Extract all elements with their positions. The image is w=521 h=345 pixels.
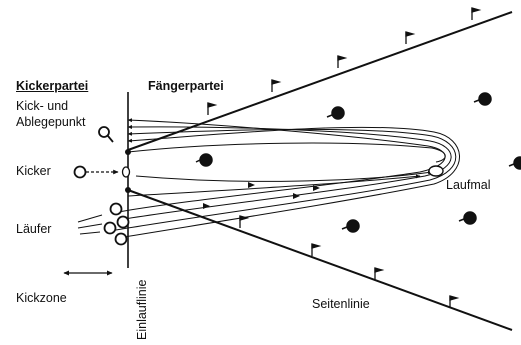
flag-icon	[405, 31, 416, 44]
flag-icon	[337, 55, 348, 68]
runners-group	[103, 202, 130, 246]
flag-icon	[374, 267, 385, 280]
run-paths	[115, 118, 460, 239]
flags-upper	[207, 7, 482, 115]
fielder-player	[508, 156, 521, 170]
kick-path	[135, 170, 433, 182]
flag-icon	[311, 243, 322, 256]
kick-point-marker	[98, 126, 114, 143]
run-path	[117, 124, 452, 221]
fielder-player	[473, 92, 492, 106]
kick-point	[125, 187, 131, 193]
flags-lower	[239, 215, 460, 308]
fielder-player	[195, 153, 213, 167]
catcher-party-heading: Fängerpartei	[148, 79, 224, 93]
kick-point	[125, 149, 131, 155]
kicker-label: Kicker	[16, 164, 51, 178]
runner-player	[114, 232, 128, 246]
kicker-player	[73, 165, 87, 179]
flag-icon	[449, 295, 460, 308]
sideline-label: Seitenlinie	[312, 297, 370, 311]
runner-player	[103, 221, 117, 235]
run-path	[117, 118, 446, 213]
kickzone-label: Kickzone	[16, 291, 67, 305]
flag-icon	[207, 102, 218, 115]
run-mark	[428, 165, 444, 177]
flag-icon	[471, 7, 482, 20]
run-path	[117, 126, 460, 239]
run-mark-label: Laufmal	[446, 178, 491, 192]
fielder-player	[458, 211, 477, 225]
sideline-lower	[127, 189, 513, 331]
run-path	[127, 142, 446, 163]
runner-player	[109, 202, 123, 216]
run-path	[115, 128, 457, 231]
fielder-player	[341, 219, 360, 233]
flag-icon	[271, 79, 282, 92]
kick-point-label-line2: Ablegepunkt	[16, 115, 86, 129]
runner-player	[116, 215, 130, 229]
kicker-party-heading: Kickerpartei	[16, 79, 89, 93]
kick-ball	[121, 166, 131, 178]
fielders	[195, 92, 521, 233]
kick-point-label-line1: Kick- und	[16, 99, 69, 113]
run-path	[127, 174, 421, 197]
runners-label: Läufer	[16, 222, 52, 236]
path-arrows	[203, 182, 320, 209]
fielder-player	[326, 106, 345, 120]
runner-motion-lines	[77, 214, 103, 235]
entry-line-label: Einlauflinie	[135, 279, 149, 340]
